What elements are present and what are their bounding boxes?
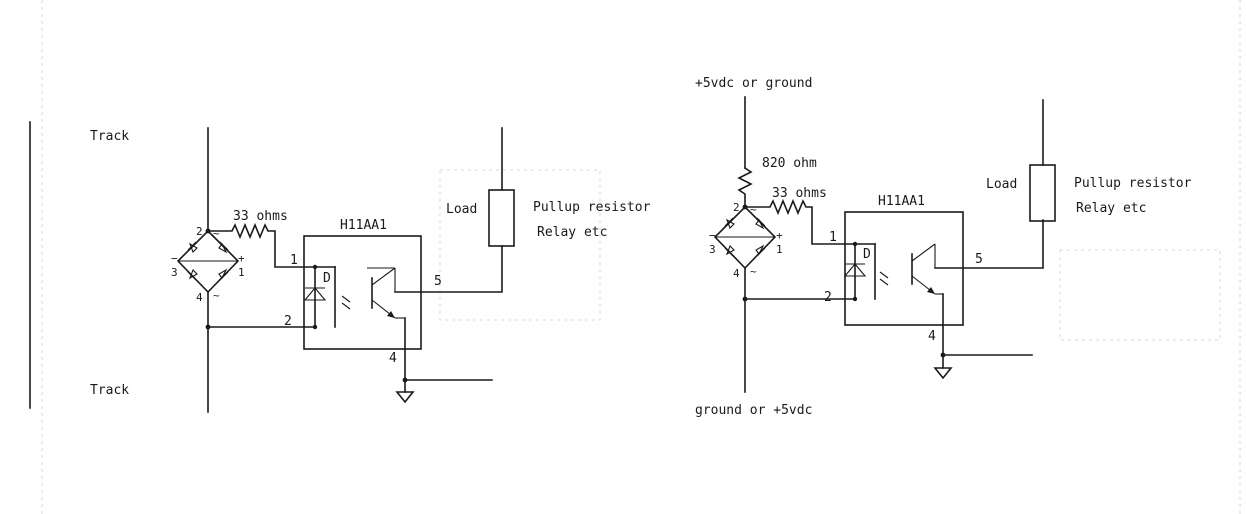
bridge-tilde-top-right: ~ — [750, 203, 757, 216]
load-resistor-right — [1029, 164, 1056, 222]
pin-2-label: 2 — [284, 314, 292, 329]
pin-5-label: 5 — [434, 274, 442, 289]
background-artifacts — [41, 0, 1241, 514]
bridge-plus: + — [238, 252, 245, 265]
load-resistor-left — [488, 189, 515, 247]
bridge-tilde-top: ~ — [213, 227, 220, 240]
bridge-minus-right: − — [709, 229, 716, 242]
diode-letter: D — [323, 271, 331, 286]
pin-4-label-right: 4 — [928, 329, 936, 344]
bridge-minus: − — [171, 252, 178, 265]
bridge-pin-bottom-right: 4 — [733, 267, 740, 280]
bridge-pin-bottom: 4 — [196, 291, 203, 304]
bridge-pin-top-right: 2 — [733, 201, 740, 214]
diode-letter-right: D — [863, 247, 871, 262]
bridge-rectifier: 2 ~ 3 − 1 + 4 ~ — [171, 225, 245, 304]
bridge-pin-left: 3 — [171, 266, 178, 279]
pullup-label-left: Pullup resistor — [533, 200, 651, 215]
load-label-right: Load — [986, 177, 1017, 192]
resistor-820-ohm — [737, 166, 753, 208]
load-label-left: Load — [446, 202, 477, 217]
pullup-label-right: Pullup resistor — [1074, 176, 1192, 191]
ground-icon-right — [933, 367, 953, 380]
pin-2-label-right: 2 — [824, 290, 832, 305]
pin-1-label-right: 1 — [829, 230, 837, 245]
led-pair-right: D — [843, 241, 889, 302]
bridge-pin-top: 2 — [196, 225, 203, 238]
resistor-820-label: 820 ohm — [762, 156, 817, 171]
supply-top-label: +5vdc or ground — [695, 76, 812, 91]
pin-5-label-right: 5 — [975, 252, 983, 267]
supply-bottom-label: ground or +5vdc — [695, 403, 812, 418]
resistor-33-label: 33 ohms — [233, 209, 288, 224]
relay-label-right: Relay etc — [1076, 201, 1146, 216]
phototransistor-left — [367, 245, 503, 404]
pin-1-label: 1 — [290, 253, 298, 268]
track-bottom-label: Track — [90, 383, 129, 398]
bridge-pin-left-right: 3 — [709, 243, 716, 256]
bridge-plus-right: + — [776, 229, 783, 242]
led-pair-left: D — [303, 264, 351, 330]
ground-icon-left — [395, 391, 415, 404]
chip-label-left: H11AA1 — [340, 218, 387, 233]
bridge-rectifier-right: 2 ~ 3 − 1 + 4 ~ — [709, 201, 783, 280]
bridge-tilde-bottom-right: ~ — [750, 265, 757, 278]
pin-4-label: 4 — [389, 351, 397, 366]
resistor-33-label-right: 33 ohms — [772, 186, 827, 201]
resistor-33-ohm-right — [744, 198, 856, 245]
bridge-pin-right: 1 — [238, 266, 245, 279]
relay-label-left: Relay etc — [537, 225, 607, 240]
left-circuit: Track Track 2 ~ 3 − 1 + 4 ~ — [29, 121, 651, 413]
phototransistor-right — [911, 219, 1044, 380]
bridge-pin-right-right: 1 — [776, 243, 783, 256]
chip-label-right: H11AA1 — [878, 194, 925, 209]
right-circuit: +5vdc or ground ground or +5vdc 820 ohm … — [695, 76, 1192, 418]
track-top-label: Track — [90, 129, 129, 144]
resistor-33-ohm-left — [207, 222, 316, 268]
bridge-tilde-bottom: ~ — [213, 289, 220, 302]
